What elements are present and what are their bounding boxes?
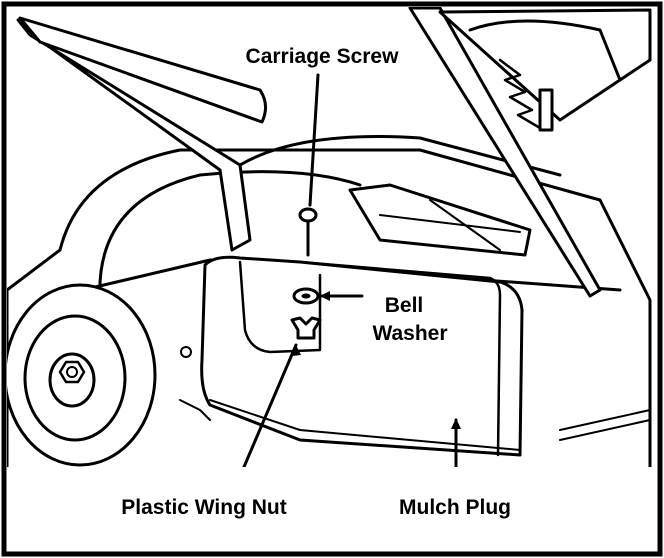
mulch-plug-tab [238,260,322,354]
carriage-screw [298,207,318,257]
deck-lip [179,399,211,421]
handle-frame-curve [468,19,622,82]
latch-plate [348,183,532,257]
spring-bolt [538,88,554,132]
arrowhead-wing-nut [292,345,301,356]
label-bg-carriage-screw [232,40,414,70]
mulch-plug-bottom-edge [209,399,521,451]
mulch-plug-ridge [298,260,502,457]
leader-wing-nut [242,343,298,467]
arrowhead-mulch-plug [451,418,461,429]
mulch-plug [200,255,524,457]
arrowhead-bell-washer [320,291,330,301]
door-hinge-edge [238,135,562,177]
label-carriage-screw: Carriage Screw [246,45,400,68]
leader-carriage-screw [308,73,320,207]
plastic-wing-nut [290,316,322,340]
leader-lines [242,73,458,467]
latch-detail [379,199,521,251]
artwork [7,7,652,467]
wheel [7,283,157,467]
label-washer: Washer [372,322,447,345]
spring [498,58,542,130]
label-plastic-wing-nut: Plastic Wing Nut [121,496,287,519]
rear-door-left [16,18,252,252]
lower-rail [559,409,651,441]
label-bell: Bell [385,294,424,317]
handle-bracket [438,8,652,122]
deck-bolt [180,346,192,358]
label-mulch-plug: Mulch Plug [399,496,511,519]
deck-housing-curve [98,170,362,302]
rear-door-top [18,16,267,124]
handle-arm [408,7,602,298]
